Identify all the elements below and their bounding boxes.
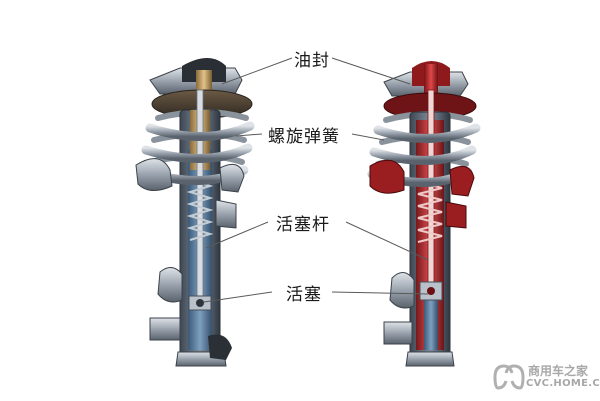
- left-strut: [135, 58, 255, 367]
- watermark-chinese: 商用车之家: [528, 364, 589, 378]
- piston-rod-label: 活塞杆: [276, 215, 330, 235]
- watermark-logo-icon: [493, 364, 525, 390]
- leader-lines: [203, 57, 429, 303]
- piston-label: 活塞: [286, 285, 322, 305]
- watermark-domain: CVC.HOME.COM: [526, 378, 600, 389]
- watermark: 商用车之家 CVC.HOME.COM: [492, 360, 600, 394]
- right-strut: [367, 61, 481, 367]
- coil-spring-label: 螺旋弹簧: [268, 127, 340, 147]
- oil-seal-label: 油封: [294, 51, 330, 71]
